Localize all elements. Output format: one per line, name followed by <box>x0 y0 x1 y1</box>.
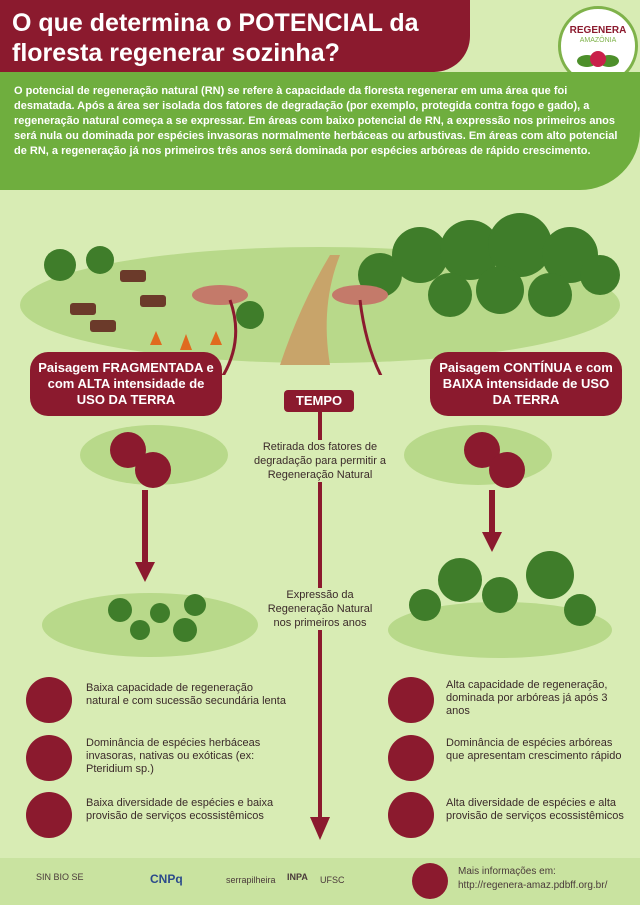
intro-band <box>0 72 640 190</box>
right-result-scene <box>388 551 612 658</box>
tempo-label: TEMPO <box>284 390 354 412</box>
logo-cnpq: CNPq <box>150 872 183 886</box>
logo-sinbiose: SIN BIO SE <box>36 872 84 882</box>
more-info-label: Mais informações em: <box>458 866 556 877</box>
intro-text: O potencial de regeneração natural (RN) … <box>14 85 618 157</box>
right-item-3: Alta diversidade de espécies e alta prov… <box>446 797 624 822</box>
left-item-1: Baixa capacidade de regeneração natural … <box>86 682 286 707</box>
logo-serrapilheira: serrapilheira <box>226 875 276 885</box>
down-arrow-icon <box>26 677 72 723</box>
right-landscape-label: Paisagem CONTÍNUA e com BAIXA intensidad… <box>430 352 622 416</box>
retirada-text: Retirada dos fatores de degradação para … <box>245 440 395 482</box>
logo-inpa: INPA <box>287 872 308 882</box>
tree-icon <box>388 735 434 781</box>
no-cattle-icon-right <box>489 452 525 488</box>
left-item-3: Baixa diversidade de espécies e baixa pr… <box>86 797 274 822</box>
left-down-arrow <box>135 490 155 582</box>
leaves-icon <box>577 51 619 67</box>
magnifier-icon <box>412 863 448 899</box>
right-item-1: Alta capacidade de regeneração, dominada… <box>446 679 608 717</box>
right-item-2: Dominância de espécies arbóreas que apre… <box>446 737 622 762</box>
title-banner <box>0 0 470 72</box>
expressao-text: Expressão da Regeneração Natural nos pri… <box>260 588 380 630</box>
left-item-2: Dominância de espécies herbáceas invasor… <box>86 737 261 775</box>
thumbs-up-icon <box>388 792 434 838</box>
logo-ufsc: UFSC <box>320 875 345 885</box>
logo-sub: AMAZÔNIA <box>579 37 617 44</box>
up-arrow-icon <box>388 677 434 723</box>
fern-icon <box>26 735 72 781</box>
logo-name: REGENERA <box>569 25 627 36</box>
page-title: O que determina o POTENCIAL da floresta … <box>12 9 419 67</box>
footer <box>0 858 640 905</box>
info-link[interactable]: http://regenera-amaz.pdbff.org.br/ <box>458 880 608 891</box>
no-cattle-icon <box>135 452 171 488</box>
left-landscape-label: Paisagem FRAGMENTADA e com ALTA intensid… <box>30 352 222 416</box>
landscape-illustration <box>20 213 620 375</box>
left-result-scene <box>42 593 258 657</box>
thumbs-down-icon <box>26 792 72 838</box>
right-down-arrow <box>482 490 502 552</box>
